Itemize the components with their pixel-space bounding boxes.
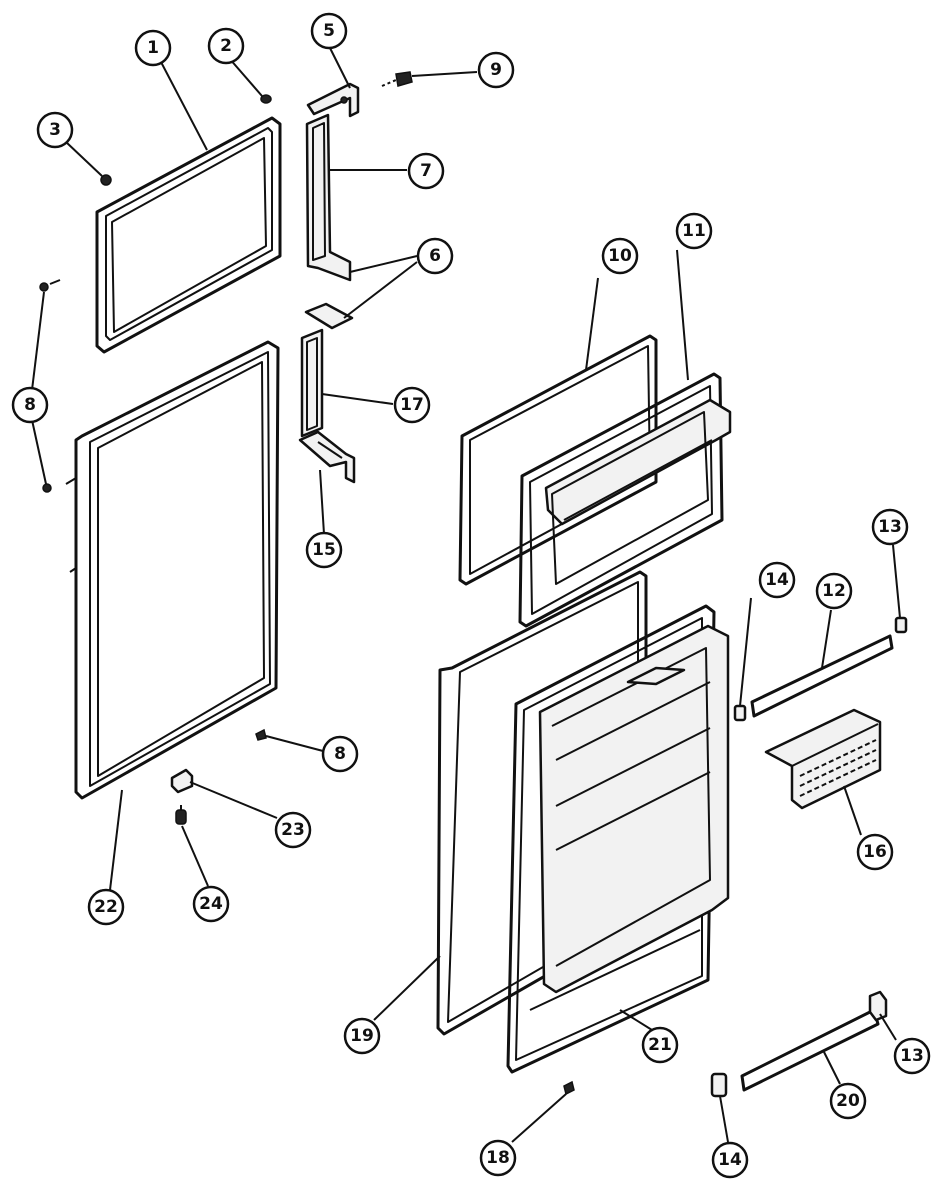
- callout-label: 16: [863, 842, 887, 862]
- callout-label: 2: [220, 36, 232, 56]
- callout-label: 7: [420, 161, 432, 181]
- callout: 7: [407, 152, 445, 190]
- callout: 16: [856, 833, 894, 871]
- callout-label: 17: [400, 395, 424, 415]
- part-15-lower-hinge: [298, 430, 356, 484]
- callout: 24: [192, 885, 230, 923]
- callout: 18: [479, 1139, 517, 1177]
- callout: 12: [815, 572, 853, 610]
- callout: 10: [601, 237, 639, 275]
- leader-lines: [31, 45, 901, 1143]
- part-7-freezer-handle: [305, 113, 352, 282]
- part-2-cap: [260, 94, 272, 104]
- part-14-rail-end-cap-lower: [710, 1072, 728, 1098]
- callout-label: 13: [878, 517, 902, 537]
- callout: 17: [393, 386, 431, 424]
- callout: 6: [416, 237, 454, 275]
- callout: 1: [134, 29, 172, 67]
- callout-label: 15: [312, 540, 336, 560]
- part-24-hinge-pin: [175, 805, 187, 825]
- callout-label: 14: [765, 570, 789, 590]
- part-21-fresh-food-liner: [506, 604, 730, 1074]
- part-8-screw-lower: [42, 483, 52, 493]
- callout: 9: [477, 51, 515, 89]
- callout-label: 1: [147, 38, 159, 58]
- part-3-cap: [100, 174, 112, 186]
- callout: 22: [87, 888, 125, 926]
- callout: 20: [829, 1082, 867, 1120]
- callout-label: 9: [490, 60, 502, 80]
- callout: 14: [758, 561, 796, 599]
- callout-label: 8: [24, 395, 36, 415]
- callout-label: 14: [718, 1150, 742, 1170]
- part-9-screw: [381, 71, 413, 87]
- part-20-lower-shelf-rail: [740, 990, 888, 1092]
- part-5-top-hinge: [306, 82, 360, 118]
- part-17-fresh-food-handle: [300, 328, 324, 438]
- callout-label: 3: [49, 120, 61, 140]
- callout-label: 21: [648, 1035, 672, 1055]
- callout: 11: [675, 212, 713, 250]
- callout-label: 22: [94, 897, 118, 917]
- part-11-freezer-liner: [518, 372, 732, 628]
- part-8-screw-upper: [39, 279, 61, 292]
- callout: 14: [711, 1141, 749, 1179]
- callout-label: 13: [900, 1046, 924, 1066]
- callout-label: 20: [836, 1091, 860, 1111]
- part-12-shelf-rail: [750, 634, 894, 718]
- callout-label: 8: [334, 744, 346, 764]
- part-16-dairy-door: [764, 708, 882, 810]
- callout-label: 23: [281, 820, 305, 840]
- part-14-rail-end-cap-upper: [733, 704, 747, 722]
- callout: 15: [305, 531, 343, 569]
- callout-label: 18: [486, 1148, 510, 1168]
- callout: 2: [207, 27, 245, 65]
- callout: 5: [310, 12, 348, 50]
- callout: 23: [274, 811, 312, 849]
- callout-label: 19: [350, 1026, 374, 1046]
- callout: 13: [871, 508, 909, 546]
- callout: 8: [321, 735, 359, 773]
- callout: 8: [11, 386, 49, 424]
- callout-label: 10: [608, 246, 632, 266]
- part-8-screw-right: [255, 728, 267, 741]
- part-1-freezer-gasket: [95, 116, 282, 354]
- callout-label: 5: [323, 21, 335, 41]
- callout: 19: [343, 1017, 381, 1055]
- part-13-rail-end-cap-upper: [894, 616, 908, 634]
- callout-label: 6: [429, 246, 441, 266]
- part-18-screw: [563, 1080, 575, 1096]
- callout-label: 11: [682, 221, 706, 241]
- callout: 13: [893, 1037, 931, 1075]
- callout-label: 24: [199, 894, 223, 914]
- part-22-fresh-food-gasket: [65, 340, 280, 800]
- callout-label: 12: [822, 581, 846, 601]
- part-6-handle-spacer: [304, 302, 354, 330]
- callout: 21: [641, 1026, 679, 1064]
- part-23-hinge-bracket: [170, 768, 194, 794]
- callout: 3: [36, 111, 74, 149]
